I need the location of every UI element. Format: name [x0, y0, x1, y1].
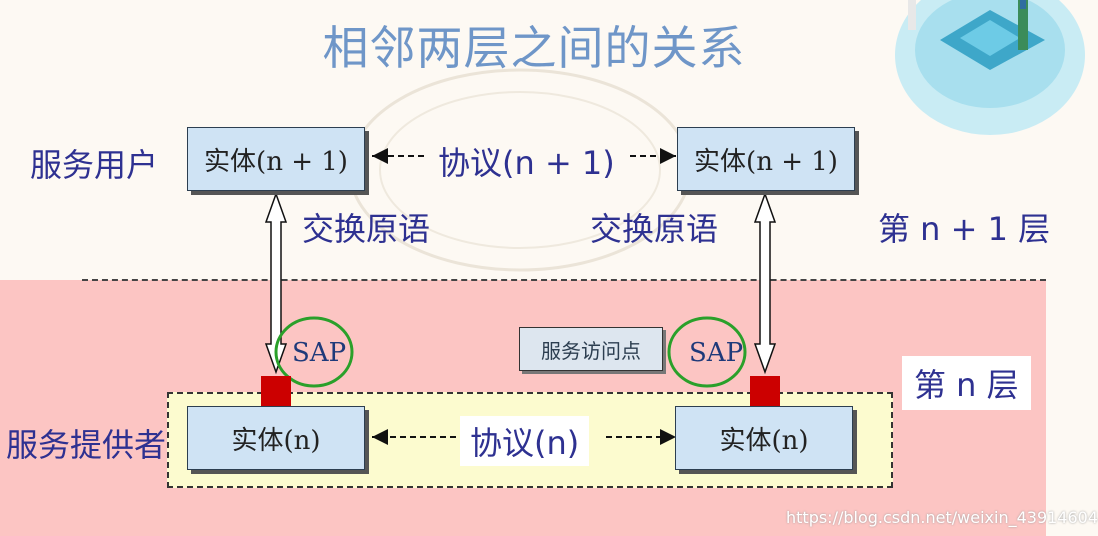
connector-layer	[264, 148, 777, 445]
primitive-arrow-right	[753, 191, 777, 375]
decorative-illustration	[895, 0, 1085, 135]
sap-label-right: SAP	[689, 338, 744, 368]
entity-n-left: 实体(n)	[187, 406, 365, 470]
service-provider-label: 服务提供者	[6, 426, 167, 464]
entity-n-plus-1-right: 实体(n + 1)	[677, 127, 855, 191]
source-watermark: https://blog.csdn.net/weixin_43914604	[786, 508, 1098, 527]
sap-circle-right	[667, 316, 747, 388]
service-access-point-box: 服务访问点	[519, 327, 663, 371]
sap-square-right	[750, 376, 780, 406]
sap-square-left	[261, 376, 291, 406]
service-user-label: 服务用户	[30, 146, 159, 184]
protocol-n-plus-1-label: 协议(n + 1)	[432, 138, 621, 184]
entity-n-right: 实体(n)	[675, 406, 853, 470]
primitive-label-left: 交换原语	[302, 210, 431, 248]
primitive-arrow-left	[264, 191, 288, 375]
entity-n-plus-1-left: 实体(n + 1)	[187, 127, 365, 191]
page-title: 相邻两层之间的关系	[322, 21, 746, 75]
layer-n-label: 第 n 层	[902, 356, 1031, 410]
layer-n-plus-1-label: 第 n + 1 层	[878, 210, 1051, 248]
sap-circle-left	[274, 316, 354, 388]
sap-label-left: SAP	[292, 338, 347, 368]
primitive-label-right: 交换原语	[590, 210, 719, 248]
protocol-n-label: 协议(n)	[460, 416, 590, 466]
layer-divider	[82, 279, 1046, 281]
